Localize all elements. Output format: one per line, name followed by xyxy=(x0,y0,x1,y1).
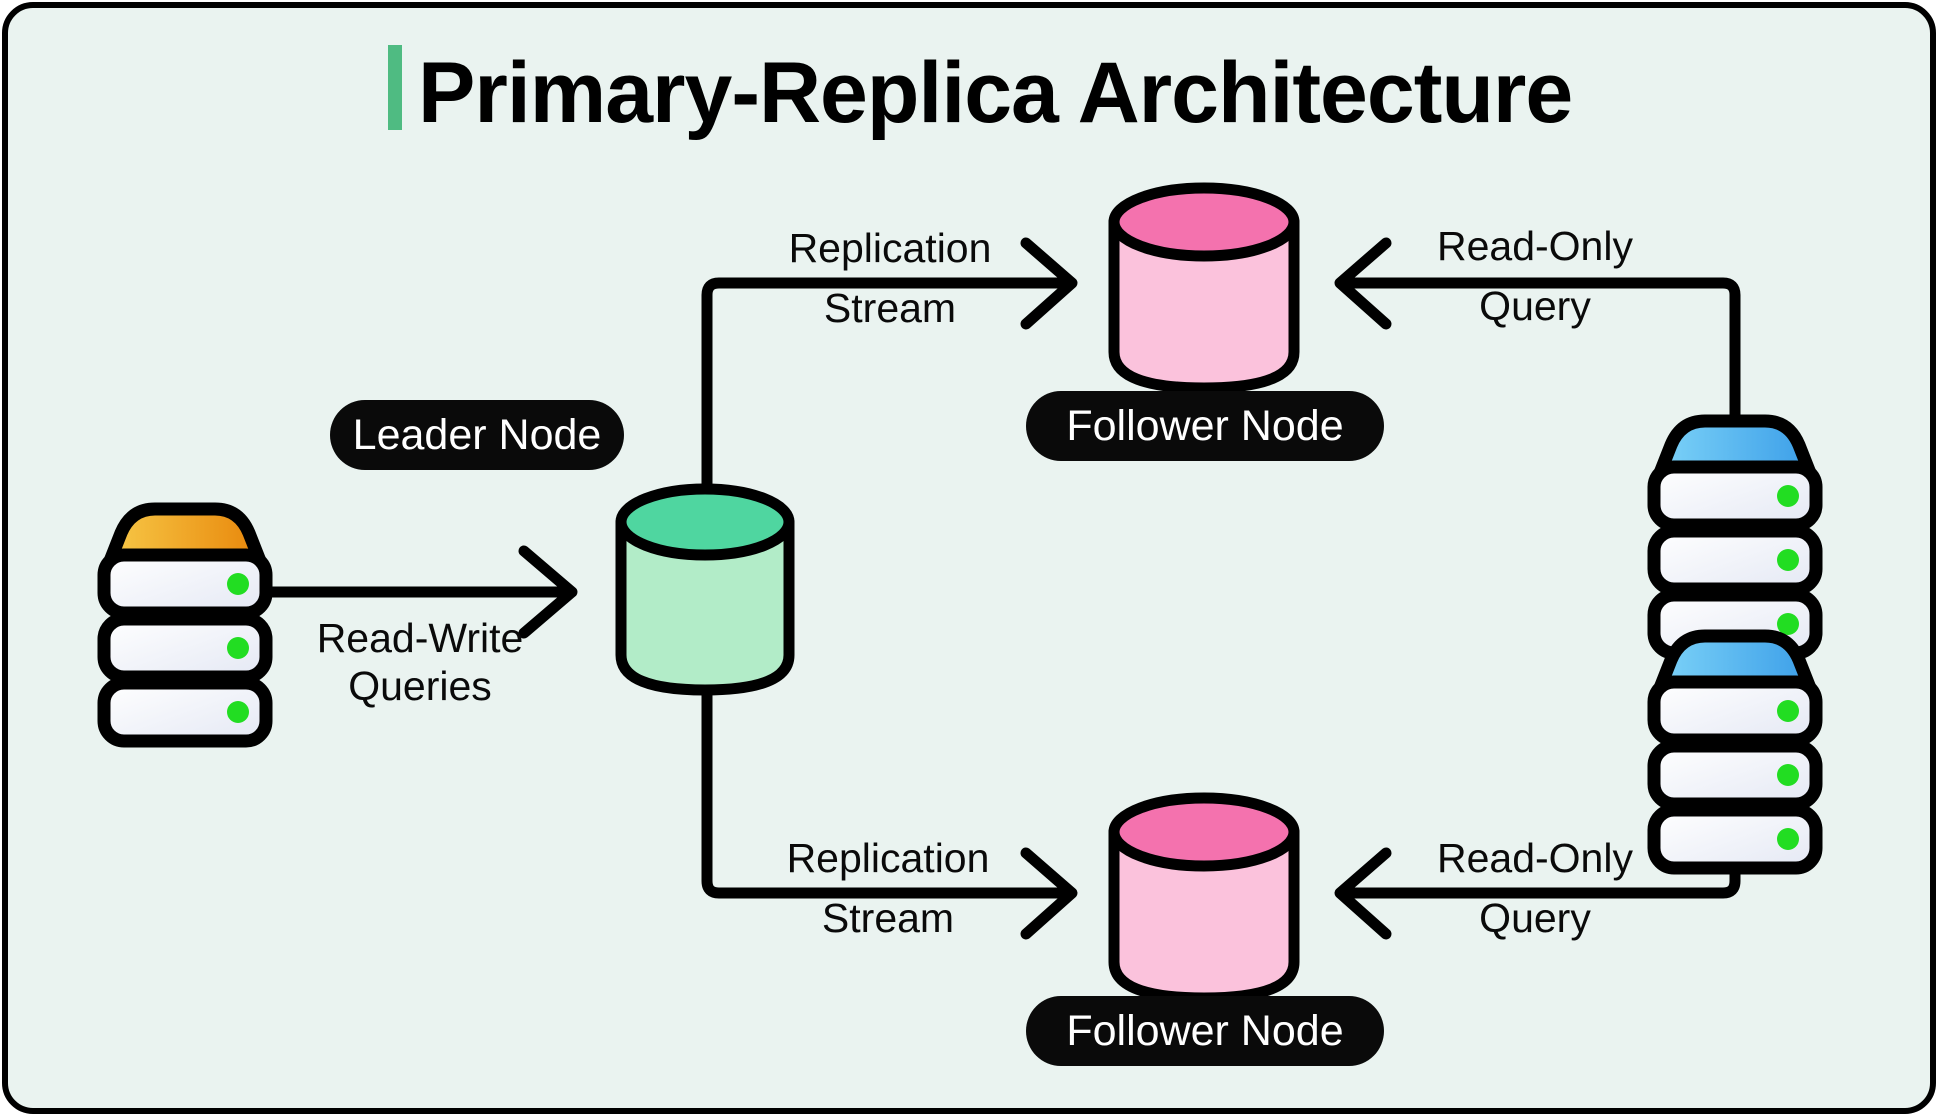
read-only-edge-top-line xyxy=(1338,277,1741,424)
read-write-edge-label-line1: Read-Write xyxy=(317,615,524,661)
replication-edge-bottom: Replication Stream xyxy=(701,666,1078,941)
read-only-edge-bottom-line xyxy=(1338,791,1741,899)
page-title: Primary-Replica Architecture xyxy=(418,45,1572,141)
client-server-node[interactable] xyxy=(97,502,273,748)
rack-slot xyxy=(97,676,273,748)
replication-edge-top-label-line2: Stream xyxy=(824,285,956,331)
follower-node-pill-bottom[interactable]: Follower Node xyxy=(1026,996,1384,1066)
replica-client-bottom-node[interactable] xyxy=(1647,629,1823,875)
database-cylinder-icon xyxy=(1108,216,1300,394)
follower-node-pill-top-label: Follower Node xyxy=(1066,402,1343,450)
status-led xyxy=(1777,613,1799,635)
replication-edge-top: Replication Stream xyxy=(701,225,1078,516)
read-only-edge-top-label-line2: Query xyxy=(1479,283,1591,329)
follower-node-pill-bottom-background xyxy=(1026,996,1384,1066)
title-accent-bar xyxy=(388,45,402,130)
status-led xyxy=(1777,485,1799,507)
read-only-edge-top-label-line1: Read-Only xyxy=(1437,223,1633,269)
read-only-edge-bottom: Read-Only Query xyxy=(1334,791,1741,941)
read-only-edge-top: Read-Only Query xyxy=(1334,223,1741,424)
leader-node-pill[interactable]: Leader Node xyxy=(330,400,624,470)
status-led xyxy=(1777,700,1799,722)
status-led xyxy=(1777,549,1799,571)
replica-client-top-node[interactable] xyxy=(1647,414,1823,660)
read-only-edge-top-arrowhead xyxy=(1334,237,1392,330)
status-led xyxy=(227,637,249,659)
read-write-edge: Read-Write Queries xyxy=(266,545,578,709)
status-led xyxy=(227,701,249,723)
read-only-edge-bottom-label-line1: Read-Only xyxy=(1437,835,1633,881)
rack-slot xyxy=(1647,803,1823,875)
follower-db-top-node[interactable] xyxy=(1108,182,1300,394)
database-cylinder-top xyxy=(615,483,795,561)
leader-node-pill-background xyxy=(330,400,624,470)
read-write-edge-label-line2: Queries xyxy=(348,663,492,709)
replication-edge-top-arrowhead xyxy=(1020,237,1078,330)
read-write-edge-arrowhead xyxy=(518,545,578,639)
replication-edge-top-label-line1: Replication xyxy=(789,225,992,271)
follower-node-pill-top-background xyxy=(1026,391,1384,461)
replication-edge-bottom-label-line1: Replication xyxy=(787,835,990,881)
read-only-edge-bottom-arrowhead xyxy=(1334,847,1392,940)
replication-edge-top-line xyxy=(701,277,1074,516)
database-cylinder-top xyxy=(1108,792,1300,872)
database-cylinder-icon xyxy=(615,516,795,696)
status-led xyxy=(227,573,249,595)
replication-edge-bottom-arrowhead xyxy=(1020,847,1078,940)
follower-node-pill-bottom-label: Follower Node xyxy=(1066,1007,1343,1055)
replication-edge-bottom-line xyxy=(701,666,1074,899)
status-led xyxy=(1777,828,1799,850)
leader-db-node[interactable] xyxy=(615,483,795,696)
follower-db-bottom-node[interactable] xyxy=(1108,792,1300,1004)
read-only-edge-bottom-label-line2: Query xyxy=(1479,895,1591,941)
status-led xyxy=(1777,764,1799,786)
follower-node-pill-top[interactable]: Follower Node xyxy=(1026,391,1384,461)
replication-edge-bottom-label-line2: Stream xyxy=(822,895,954,941)
database-cylinder-top xyxy=(1108,182,1300,262)
leader-node-pill-label: Leader Node xyxy=(353,411,602,459)
